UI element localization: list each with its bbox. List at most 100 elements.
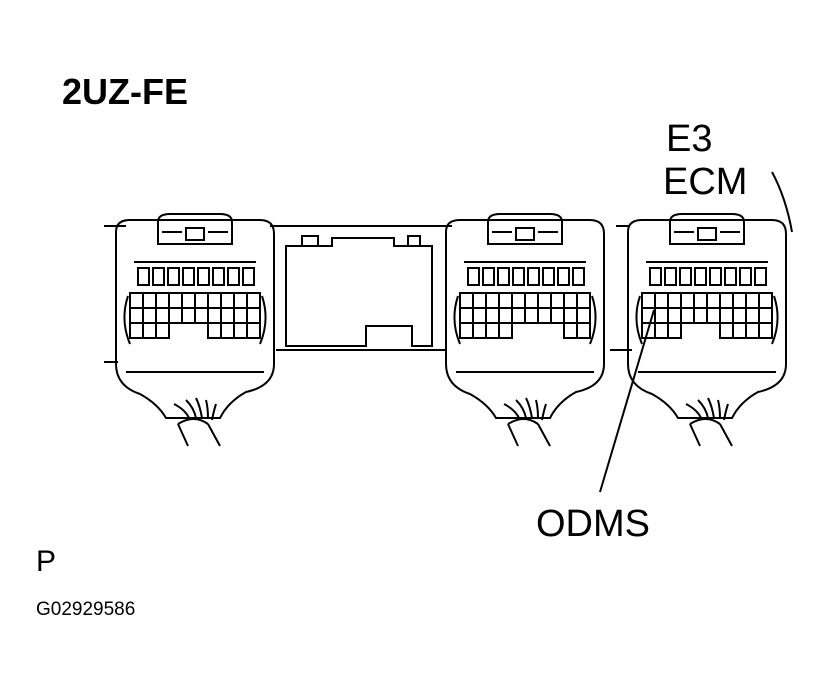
upper-pin-cell bbox=[242, 267, 255, 286]
upper-pin-cell bbox=[724, 267, 737, 286]
terminal-cell bbox=[654, 307, 669, 324]
terminal-cell bbox=[155, 322, 170, 339]
terminal-cell bbox=[498, 307, 513, 324]
lock-tab bbox=[515, 227, 535, 241]
odms-leader-line bbox=[599, 309, 655, 493]
housing-bottom-edge bbox=[104, 349, 632, 363]
leader-lines bbox=[599, 171, 793, 493]
wire-harness-sleeve bbox=[507, 418, 551, 447]
upper-pin-cell bbox=[467, 267, 480, 286]
terminal-cell bbox=[142, 322, 157, 339]
terminal-cell bbox=[246, 322, 261, 339]
terminal-cell bbox=[129, 307, 144, 324]
empty-socket-slot bbox=[285, 235, 433, 347]
upper-pin-cell bbox=[182, 267, 195, 286]
terminal-cell bbox=[459, 307, 474, 324]
terminal-cell bbox=[129, 322, 144, 339]
wire-strands bbox=[685, 397, 729, 421]
terminal-side-bracket bbox=[453, 295, 597, 345]
terminal-cell bbox=[745, 322, 760, 339]
upper-pin-cell bbox=[497, 267, 510, 286]
terminal-cell bbox=[472, 307, 487, 324]
terminal-cell bbox=[550, 292, 565, 309]
terminal-cell bbox=[693, 307, 708, 324]
terminal-cell bbox=[667, 322, 682, 339]
terminal-cell bbox=[155, 292, 170, 309]
terminal-cell bbox=[563, 307, 578, 324]
terminal-cell bbox=[220, 322, 235, 339]
connector-shell bbox=[445, 219, 605, 419]
connector-name-label: ECM bbox=[663, 161, 748, 203]
terminal-cell bbox=[207, 322, 222, 339]
terminal-cell bbox=[563, 322, 578, 339]
terminal-cell bbox=[563, 292, 578, 309]
connector-shell bbox=[627, 219, 787, 419]
upper-pin-cell bbox=[197, 267, 210, 286]
terminal-cell bbox=[667, 307, 682, 324]
wire-harness-sleeve bbox=[689, 418, 733, 447]
terminal-cell bbox=[537, 307, 552, 324]
lock-tab bbox=[697, 227, 717, 241]
ecm-leader-line bbox=[771, 171, 793, 233]
lock-housing bbox=[487, 213, 563, 245]
terminal-cell bbox=[576, 292, 591, 309]
upper-pin-cell bbox=[482, 267, 495, 286]
upper-pin-cell bbox=[572, 267, 585, 286]
terminal-cell bbox=[745, 292, 760, 309]
terminal-cell bbox=[207, 307, 222, 324]
terminal-side-bracket bbox=[635, 295, 779, 345]
terminal-cell bbox=[732, 292, 747, 309]
terminal-cell bbox=[550, 307, 565, 324]
upper-pin-cell bbox=[167, 267, 180, 286]
terminal-cell bbox=[719, 322, 734, 339]
upper-pin-cell bbox=[557, 267, 570, 286]
terminal-cell bbox=[667, 292, 682, 309]
engine-code-title: 2UZ-FE bbox=[62, 71, 188, 112]
upper-pin-cell bbox=[649, 267, 662, 286]
terminal-cell bbox=[142, 307, 157, 324]
upper-pin-cell bbox=[664, 267, 677, 286]
upper-pin-cell bbox=[152, 267, 165, 286]
terminal-cell bbox=[654, 322, 669, 339]
upper-pin-cell bbox=[754, 267, 767, 286]
terminal-cell bbox=[155, 307, 170, 324]
connector-id-label: E3 bbox=[666, 118, 713, 160]
lock-housing bbox=[157, 213, 233, 245]
terminal-cell bbox=[485, 322, 500, 339]
terminal-cell bbox=[168, 307, 183, 324]
terminal-cell bbox=[181, 307, 196, 324]
terminal-cell bbox=[459, 292, 474, 309]
wire-strands bbox=[173, 397, 217, 421]
upper-pin-cell bbox=[212, 267, 225, 286]
page-letter: P bbox=[36, 545, 57, 578]
upper-pin-cell bbox=[542, 267, 555, 286]
connector-shell bbox=[115, 219, 275, 419]
connector-middle bbox=[445, 213, 605, 447]
terminal-cell bbox=[207, 292, 222, 309]
lock-housing bbox=[669, 213, 745, 245]
upper-pin-cell bbox=[512, 267, 525, 286]
terminal-cell bbox=[194, 307, 209, 324]
slot-tabs bbox=[301, 235, 421, 246]
figure-code: G02929586 bbox=[36, 599, 136, 620]
terminal-cell bbox=[524, 307, 539, 324]
terminal-cell bbox=[246, 292, 261, 309]
terminal-cell bbox=[758, 292, 773, 309]
slot-outline bbox=[285, 237, 433, 347]
upper-pin-cell bbox=[527, 267, 540, 286]
upper-pin-cell bbox=[137, 267, 150, 286]
terminal-cell bbox=[693, 292, 708, 309]
terminal-cell bbox=[181, 292, 196, 309]
terminal-cell bbox=[142, 292, 157, 309]
upper-pin-cell bbox=[227, 267, 240, 286]
terminal-cell bbox=[168, 292, 183, 309]
terminal-cell bbox=[654, 292, 669, 309]
lock-tab bbox=[185, 227, 205, 241]
wire-strands bbox=[503, 397, 547, 421]
terminal-cell bbox=[758, 307, 773, 324]
upper-pin-cell bbox=[694, 267, 707, 286]
terminal-cell bbox=[719, 292, 734, 309]
terminal-cell bbox=[246, 307, 261, 324]
